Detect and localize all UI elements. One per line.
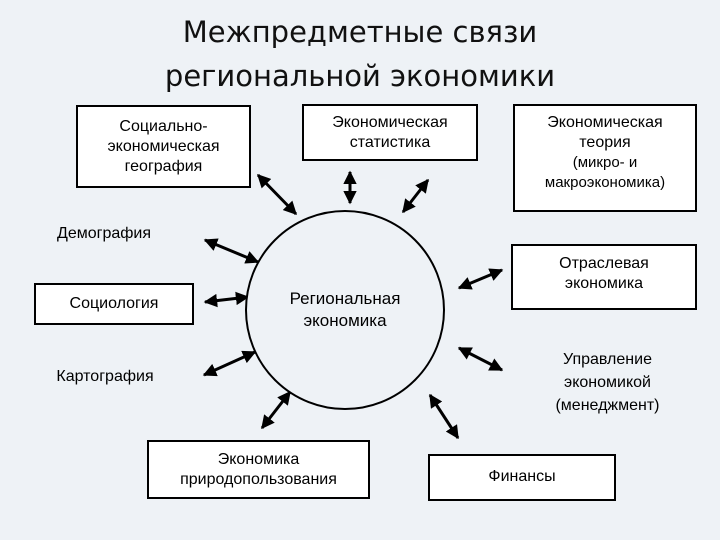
- node-line: Социально-: [119, 118, 208, 135]
- node-line: теория: [579, 134, 631, 151]
- center-line-2: экономика: [303, 311, 387, 330]
- center-node-regional-economics: Региональная экономика: [245, 210, 445, 410]
- page-title: Межпредметные связи региональной экономи…: [0, 10, 720, 98]
- center-line-1: Региональная: [289, 289, 401, 308]
- node-sociology: Социология: [34, 283, 194, 325]
- node-line: природопользования: [180, 471, 337, 488]
- node-management: Управление экономикой (менеджмент): [525, 348, 690, 417]
- arrow-socio-geo: [256, 173, 298, 216]
- node-sector-economics: Отраслевая экономика: [511, 244, 697, 310]
- arrow-demography: [203, 238, 260, 264]
- node-line: Социология: [69, 295, 159, 312]
- node-line: статистика: [349, 134, 431, 151]
- node-line: экономика: [564, 275, 644, 292]
- node-line: Экономическая: [547, 114, 663, 131]
- node-line: Экономика: [217, 451, 300, 468]
- node-cartography: Картография: [56, 368, 154, 385]
- arrow-nature-econ: [260, 390, 292, 430]
- node-line: Отраслевая: [559, 255, 649, 272]
- node-line: Финансы: [488, 468, 556, 485]
- node-line: макроэкономика): [544, 174, 666, 191]
- node-economic-statistics: Экономическая статистика: [302, 104, 478, 161]
- node-line: Экономическая: [332, 114, 448, 131]
- arrow-cartography: [202, 350, 257, 377]
- node-line: (менеджмент): [555, 397, 660, 414]
- title-line-2: региональной экономики: [164, 59, 556, 93]
- arrow-management: [457, 346, 504, 372]
- node-finance: Финансы: [428, 454, 616, 501]
- title-line-1: Межпредметные связи: [182, 15, 538, 49]
- node-line: (микро- и: [572, 154, 638, 171]
- arrow-finance: [428, 393, 460, 440]
- node-line: география: [124, 158, 203, 175]
- arrow-sociology: [203, 291, 250, 308]
- arrow-sector-econ: [457, 268, 504, 290]
- node-socio-economic-geography: Социально- экономическая география: [76, 105, 251, 188]
- node-line: экономикой: [564, 374, 651, 391]
- node-line: экономическая: [107, 138, 220, 155]
- node-economic-theory: Экономическая теория (микро- и макроэкон…: [513, 104, 697, 212]
- node-nature-economics: Экономика природопользования: [147, 440, 370, 499]
- arrow-econ-theory: [401, 178, 430, 214]
- node-demography: Демография: [56, 225, 152, 242]
- node-line: Управление: [563, 351, 652, 368]
